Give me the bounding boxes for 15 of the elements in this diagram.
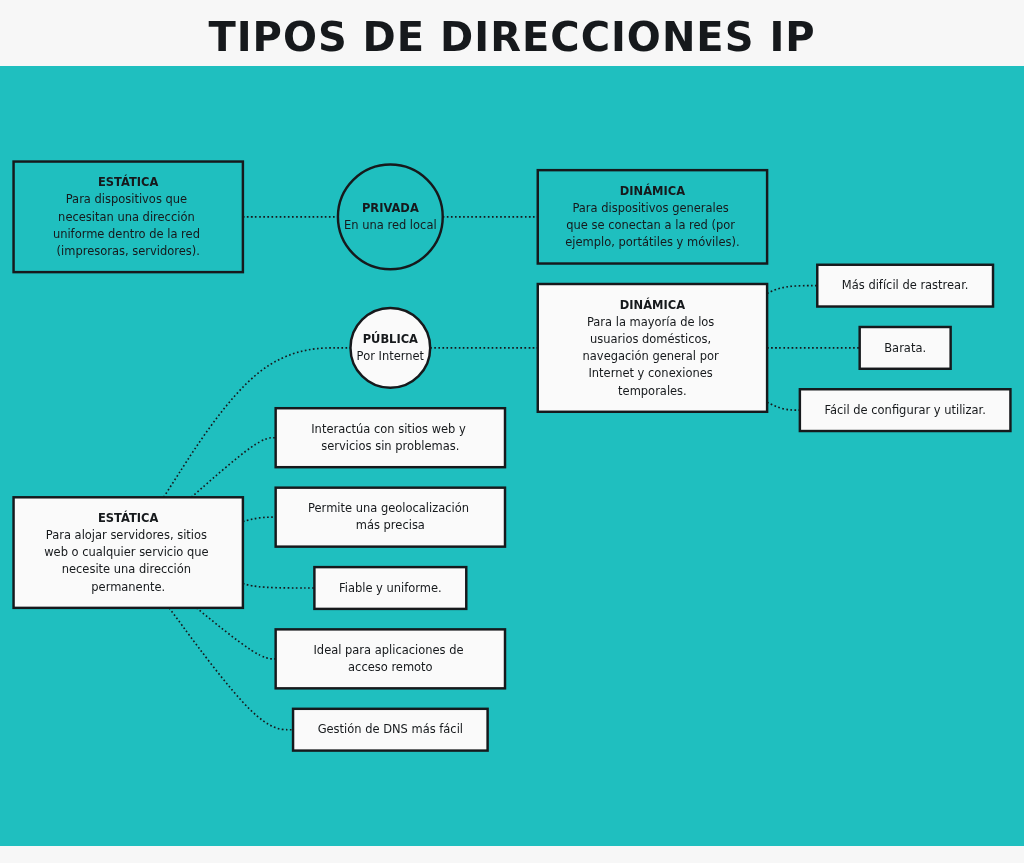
node-box: Permite una geolocalización más precisa [274, 486, 507, 548]
node-box: Barata. [858, 325, 952, 370]
node-circle: PRIVADA En una red local [336, 163, 444, 271]
node-circle: PÚBLICA Por Internet [349, 306, 432, 389]
diagram-title: TIPOS DE DIRECCIONES IP [207, 14, 817, 60]
node-box: DINÁMICA Para la mayoría de los usuarios domésticos, navegación general por Internet y conexiones temporales. [536, 282, 769, 413]
node-box: Gestión de DNS más fácil [291, 707, 489, 752]
node-box: Fácil de configurar y utilizar. [798, 387, 1012, 433]
node-box: Ideal para aplicaciones de acceso remoto [274, 628, 507, 690]
node-box: ESTÁTICA Para alojar servidores, sitios web o cualquier servicio que necesite una dirección permanente. [12, 495, 245, 609]
node-box: ESTÁTICA Para dispositivos que necesitan una dirección uniforme dentro de la red (impresoras, servidores). [12, 160, 245, 274]
node-box: Interactúa con sitios web y servicios sin problemas. [274, 406, 507, 469]
node-box: Más difícil de rastrear. [816, 263, 995, 308]
node-box: Fiable y uniforme. [313, 565, 468, 611]
node-box: DINÁMICA Para dispositivos generales que se conectan a la red (por ejemplo, portátiles y móviles). [536, 168, 769, 265]
